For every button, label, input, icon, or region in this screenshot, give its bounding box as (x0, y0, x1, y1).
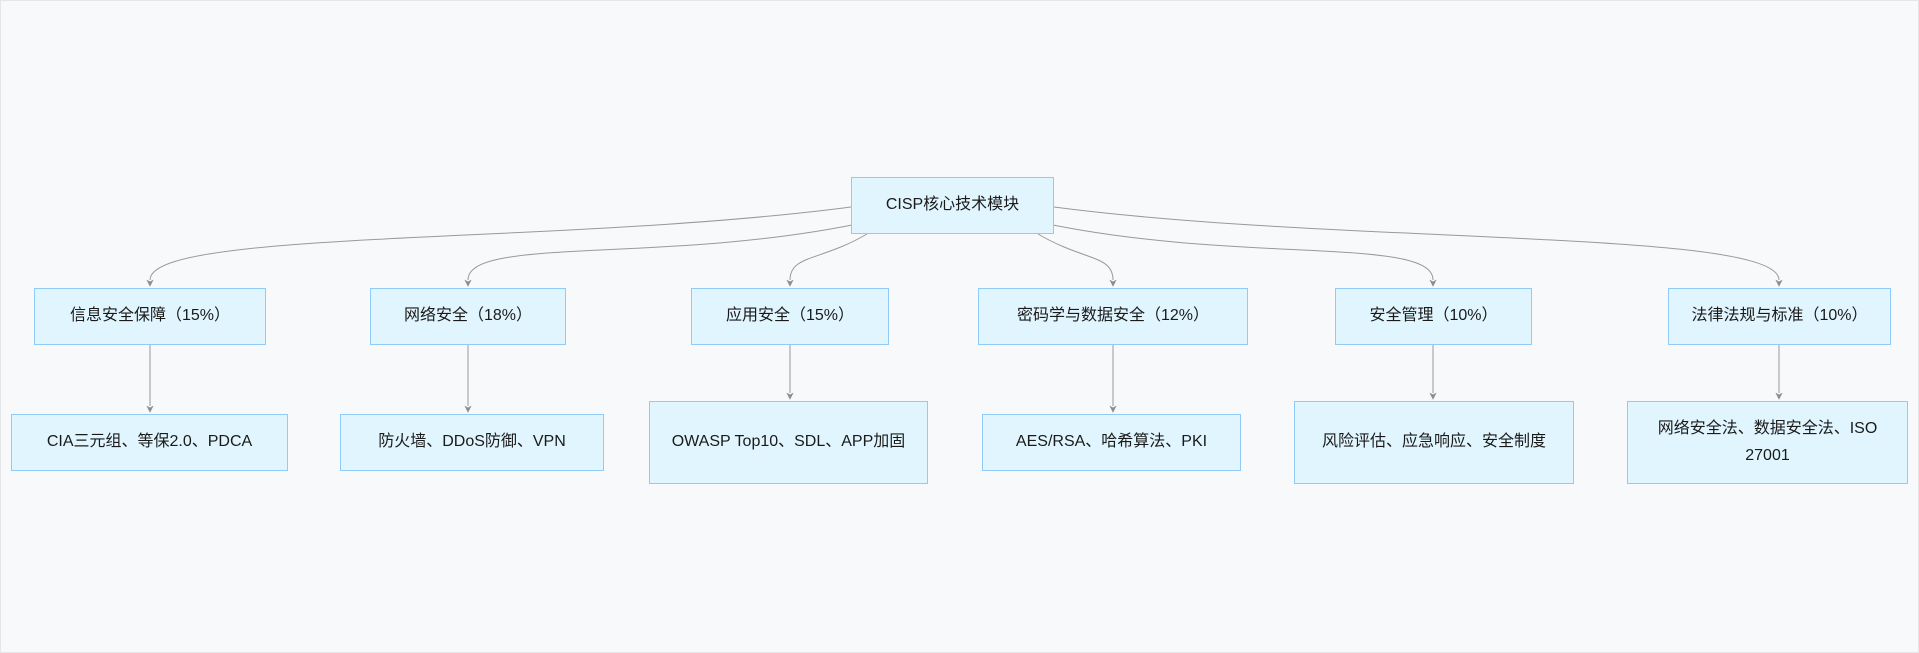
connector-root-branch-5 (1052, 224, 1437, 287)
connector-root-branch-2 (464, 224, 853, 287)
connector-root-branch-3 (786, 233, 868, 287)
connector-root-branch-6 (1053, 206, 1783, 287)
branch-node-network-security: 网络安全（18%） (370, 288, 566, 345)
detail-node-crypto-data: AES/RSA、哈希算法、PKI (982, 414, 1241, 471)
detail-node-security-mgmt: 风险评估、应急响应、安全制度 (1294, 401, 1574, 484)
connector-root-branch-4 (1037, 233, 1117, 287)
connector-root-branch-1 (146, 206, 852, 287)
detail-node-app-security: OWASP Top10、SDL、APP加固 (649, 401, 928, 484)
detail-node-network-security: 防火墙、DDoS防御、VPN (340, 414, 604, 471)
branch-node-info-assurance: 信息安全保障（15%） (34, 288, 266, 345)
detail-node-info-assurance: CIA三元组、等保2.0、PDCA (11, 414, 288, 471)
detail-node-laws-standards: 网络安全法、数据安全法、ISO 27001 (1627, 401, 1908, 484)
branch-node-app-security: 应用安全（15%） (691, 288, 889, 345)
root-node: CISP核心技术模块 (851, 177, 1054, 234)
branch-node-crypto-data: 密码学与数据安全（12%） (978, 288, 1248, 345)
branch-node-laws-standards: 法律法规与标准（10%） (1668, 288, 1891, 345)
branch-node-security-mgmt: 安全管理（10%） (1335, 288, 1532, 345)
